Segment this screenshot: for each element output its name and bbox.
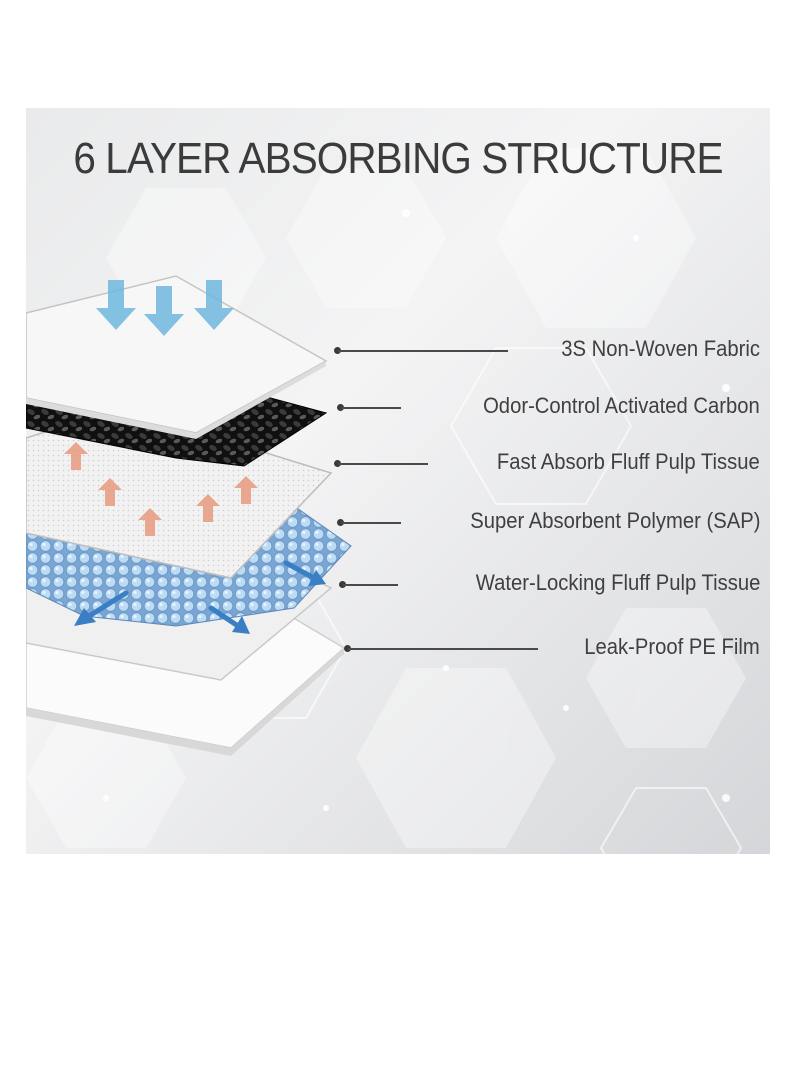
arrow-down-icon xyxy=(144,286,184,336)
layers-illustration xyxy=(26,275,352,756)
leader-dot xyxy=(339,581,346,588)
arrow-spread-icon xyxy=(283,560,326,586)
layer-label: Odor-Control Activated Carbon xyxy=(483,393,760,418)
arrow-up-icon xyxy=(64,442,88,470)
layer-label: Water-Locking Fluff Pulp Tissue xyxy=(475,570,760,595)
layer-label: 3S Non-Woven Fabric xyxy=(561,336,760,361)
leader-line xyxy=(343,584,398,586)
leader-dot xyxy=(334,460,341,467)
leader-dot xyxy=(337,404,344,411)
spread-arrows xyxy=(74,560,326,634)
layer-label: Leak-Proof PE Film xyxy=(584,634,760,659)
arrow-spread-icon xyxy=(74,590,129,626)
arrow-up-icon xyxy=(234,476,258,504)
leader-line xyxy=(341,522,401,524)
up-arrows xyxy=(64,442,258,536)
layer-label: Super Absorbent Polymer (SAP) xyxy=(469,508,760,533)
leader-line xyxy=(341,407,401,409)
down-arrows xyxy=(96,280,234,336)
arrow-spread-icon xyxy=(208,605,250,634)
page-title: 6 LAYER ABSORBING STRUCTURE xyxy=(73,134,723,183)
leader-dot xyxy=(334,347,341,354)
arrow-up-icon xyxy=(138,508,162,536)
layer-non-woven-fabric xyxy=(26,275,328,439)
arrow-down-icon xyxy=(96,280,136,330)
leader-dot xyxy=(337,519,344,526)
diagram-panel: 6 LAYER ABSORBING STRUCTURE xyxy=(26,108,770,854)
arrow-down-icon xyxy=(194,280,234,330)
leader-line xyxy=(338,350,508,352)
arrow-up-icon xyxy=(196,494,220,522)
leader-dot xyxy=(344,645,351,652)
layer-label: Fast Absorb Fluff Pulp Tissue xyxy=(497,449,760,474)
leader-line xyxy=(348,648,538,650)
arrow-up-icon xyxy=(98,478,122,506)
leader-line xyxy=(338,463,428,465)
